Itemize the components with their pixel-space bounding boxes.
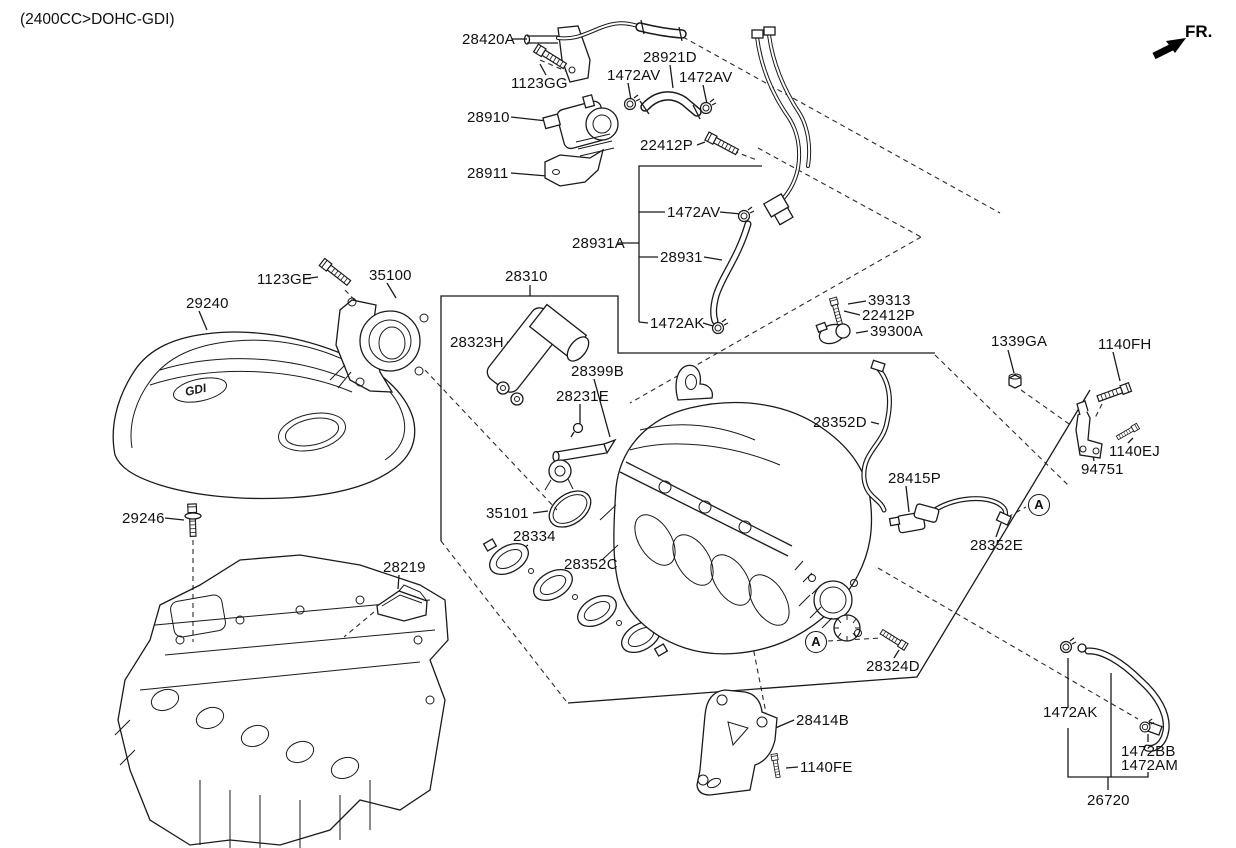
part-label-28399B: 28399B (571, 363, 624, 380)
part-label-28352D: 28352D (813, 414, 867, 431)
bolt-28324D (878, 627, 909, 651)
vapor-hose-assembly-drawing (523, 19, 687, 83)
part-label-35100: 35100 (369, 267, 412, 284)
detail-marker-a-right: A (1028, 494, 1050, 516)
part-label-29240: 29240 (186, 295, 229, 312)
part-label-28310: 28310 (505, 268, 548, 285)
engine-cover-logo-text: GDI (184, 381, 208, 399)
hose-28352D-drawing (861, 359, 893, 513)
purge-sub-assembly-drawing (486, 303, 617, 491)
part-label-29246: 29246 (122, 510, 165, 527)
part-label-28910: 28910 (467, 109, 510, 126)
part-label-28931A: 28931A (572, 235, 625, 252)
part-label-35101: 35101 (486, 505, 529, 522)
intake-manifold-drawing (599, 364, 873, 655)
part-label-1140FE: 1140FE (800, 759, 853, 776)
part-label-1472AV-b: 1472AV (679, 69, 733, 86)
part-label-1472AM: 1472AM (1121, 757, 1179, 774)
part-label-1472AK-a: 1472AK (650, 315, 705, 332)
engine-cover-drawing: GDI (112, 331, 416, 500)
part-label-39313: 39313 (868, 292, 911, 309)
diagram-title: (2400CC>DOHC-GDI) (20, 11, 175, 28)
part-label-1140EJ: 1140EJ (1109, 443, 1160, 460)
support-bracket-drawing (696, 689, 782, 796)
part-label-22412P-b: 22412P (862, 307, 915, 324)
bolt-22412P-top (704, 131, 740, 157)
part-label-28323H: 28323H (450, 334, 504, 351)
knock-sensor-drawing (815, 296, 851, 345)
part-label-28415P: 28415P (888, 470, 941, 487)
part-label-28420A: 28420A (462, 31, 515, 48)
fr-direction-label: FR. (1185, 22, 1213, 41)
bracket-hardware-drawing (1008, 373, 1140, 459)
vapor-tube-pair-drawing (751, 26, 812, 226)
part-label-28414B: 28414B (796, 712, 849, 729)
part-label-39300A: 39300A (870, 323, 923, 340)
purge-valve-bracket-drawing (544, 148, 605, 187)
elbow-hose-drawing (623, 91, 717, 120)
part-label-1140FH: 1140FH (1098, 336, 1152, 353)
part-label-1339GA: 1339GA (991, 333, 1048, 350)
part-label-28931: 28931 (660, 249, 703, 266)
part-label-28921D: 28921D (643, 49, 697, 66)
part-label-1472AV-a: 1472AV (607, 67, 661, 84)
part-label-28352E: 28352E (970, 537, 1023, 554)
purge-valve-drawing (542, 94, 619, 157)
part-label-28352C: 28352C (564, 556, 618, 573)
part-label-28334: 28334 (513, 528, 556, 545)
part-label-26720: 26720 (1087, 792, 1130, 809)
part-label-94751: 94751 (1081, 461, 1124, 478)
part-label-28231E: 28231E (556, 388, 609, 405)
pcv-hose-drawing (1059, 637, 1170, 752)
ventilator-hose-drawing (710, 206, 755, 335)
part-label-1472AK-b: 1472AK (1043, 704, 1098, 721)
throttle-body-drawing (318, 257, 429, 393)
subassembly-boxes (440, 165, 1149, 790)
head-hardware-drawing (184, 503, 428, 622)
detail-marker-a-bottom: A (805, 631, 827, 653)
part-label-1472BB: 1472BB (1121, 743, 1176, 760)
solenoid-valve-drawing (888, 496, 1012, 534)
o-ring-drawing (548, 490, 592, 528)
part-label-1123GE: 1123GE (257, 271, 313, 288)
part-label-1123GG: 1123GG (511, 75, 568, 92)
part-label-28324D: 28324D (866, 658, 920, 675)
fr-direction-arrow (1152, 38, 1186, 60)
part-label-1472AV-c: 1472AV (667, 204, 721, 221)
part-label-28219: 28219 (383, 559, 426, 576)
part-label-28911: 28911 (467, 165, 509, 182)
engine-block-drawing (114, 554, 449, 848)
part-label-22412P-a: 22412P (640, 137, 693, 154)
